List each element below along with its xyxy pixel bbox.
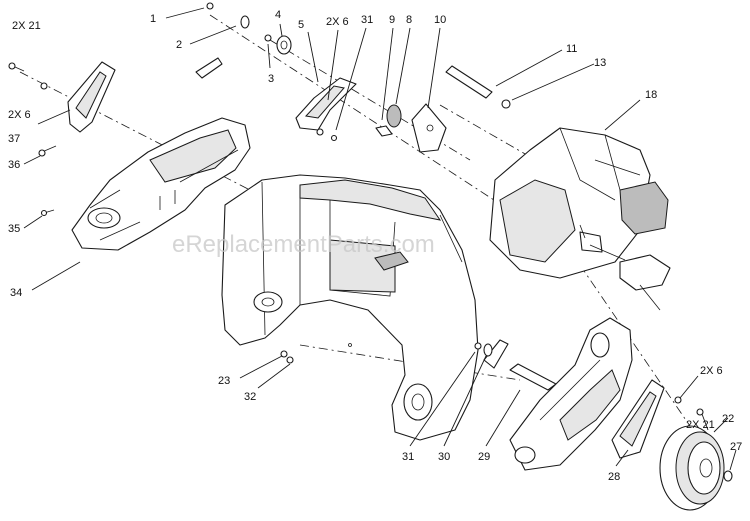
leader-lines: [23, 7, 737, 471]
part-8-gear: [386, 104, 402, 128]
watermark-text: eReplacementParts.com: [172, 231, 435, 258]
callout-13: 13: [594, 57, 606, 69]
part-9-bolt: [375, 125, 393, 137]
parts-1-4-hardware: [195, 2, 292, 79]
callout-2x6-right: 2X 6: [700, 365, 723, 377]
callout-11: 11: [566, 43, 577, 55]
callout-28: 28: [608, 471, 620, 483]
part-13-nut: [501, 99, 511, 109]
callout-29: 29: [478, 451, 490, 463]
part-10-plate: [411, 103, 447, 153]
lower-fasteners: [280, 342, 493, 364]
part-37-bracket: [67, 61, 116, 133]
callout-2x21-top: 2X 21: [12, 20, 41, 32]
callout-5: 5: [298, 19, 304, 31]
callout-30: 30: [438, 451, 450, 463]
callout-4: 4: [275, 9, 281, 21]
callout-9: 9: [389, 14, 395, 26]
callout-31-bottom: 31: [402, 451, 414, 463]
callout-1: 1: [150, 13, 156, 25]
callout-18: 18: [645, 89, 657, 101]
part-34-side-panel: [71, 117, 251, 251]
callout-3: 3: [268, 73, 274, 85]
main-housing: [221, 174, 479, 441]
part-29-shaft: [483, 339, 557, 391]
callout-2x21-right: 2X 21: [686, 419, 715, 431]
callout-8: 8: [406, 14, 412, 26]
part-28-right-panel: [509, 317, 633, 471]
callout-31-top: 31: [361, 14, 373, 26]
part-11-shaft: [445, 65, 493, 99]
callout-2x6-left: 2X 6: [8, 109, 31, 121]
callout-22: 22: [722, 413, 734, 425]
callout-35: 35: [8, 223, 20, 235]
part-18-engine: [489, 127, 671, 311]
callout-34: 34: [10, 287, 22, 299]
callout-27: 27: [730, 441, 742, 453]
callout-2x6-top: 2X 6: [326, 16, 349, 28]
callout-36: 36: [8, 159, 20, 171]
callout-23: 23: [218, 375, 230, 387]
wheel-bracket: [611, 379, 704, 459]
callout-10: 10: [434, 14, 446, 26]
left-fasteners: [8, 62, 57, 217]
part-5-bracket: [295, 77, 357, 142]
callout-labels: 1 2 3 4 5 2X 6 31 9 8 10 11 13 18 2X 21 …: [8, 9, 742, 483]
callout-2: 2: [176, 39, 182, 51]
callout-32: 32: [244, 391, 256, 403]
part-22-wheel: [659, 425, 733, 511]
callout-37: 37: [8, 133, 20, 145]
